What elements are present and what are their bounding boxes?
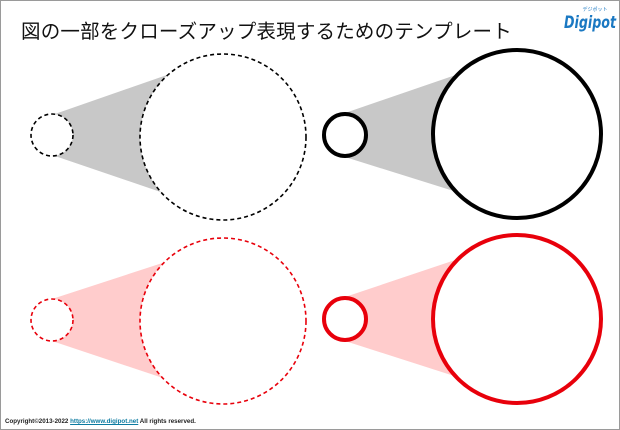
small-circle — [30, 298, 74, 342]
large-circle — [139, 237, 307, 405]
large-circle — [139, 53, 307, 221]
large-circle — [431, 48, 603, 220]
small-circle — [322, 296, 368, 342]
footer-rights: All rights reserved. — [139, 418, 196, 425]
large-circle — [431, 233, 603, 405]
footer-copyright: Copyright©2013-2022 — [5, 418, 69, 425]
small-circle — [322, 112, 368, 158]
footer-link[interactable]: https://www.digipot.net — [70, 418, 139, 425]
closeup-template-dashed-black — [30, 53, 307, 221]
closeup-template-solid-red — [322, 233, 603, 405]
digipot-logo: デジポット Digipot — [564, 6, 617, 33]
logo-subtext: デジポット — [582, 6, 607, 13]
closeup-template-solid-black — [322, 48, 603, 220]
closeup-template-dashed-red — [30, 237, 307, 405]
small-circle — [30, 113, 74, 157]
logo-text: Digipot — [564, 13, 617, 33]
footer: Copyright©2013-2022 https://www.digipot.… — [5, 418, 196, 425]
page-title: 図の一部をクローズアップ表現するためのテンプレート — [21, 20, 512, 43]
